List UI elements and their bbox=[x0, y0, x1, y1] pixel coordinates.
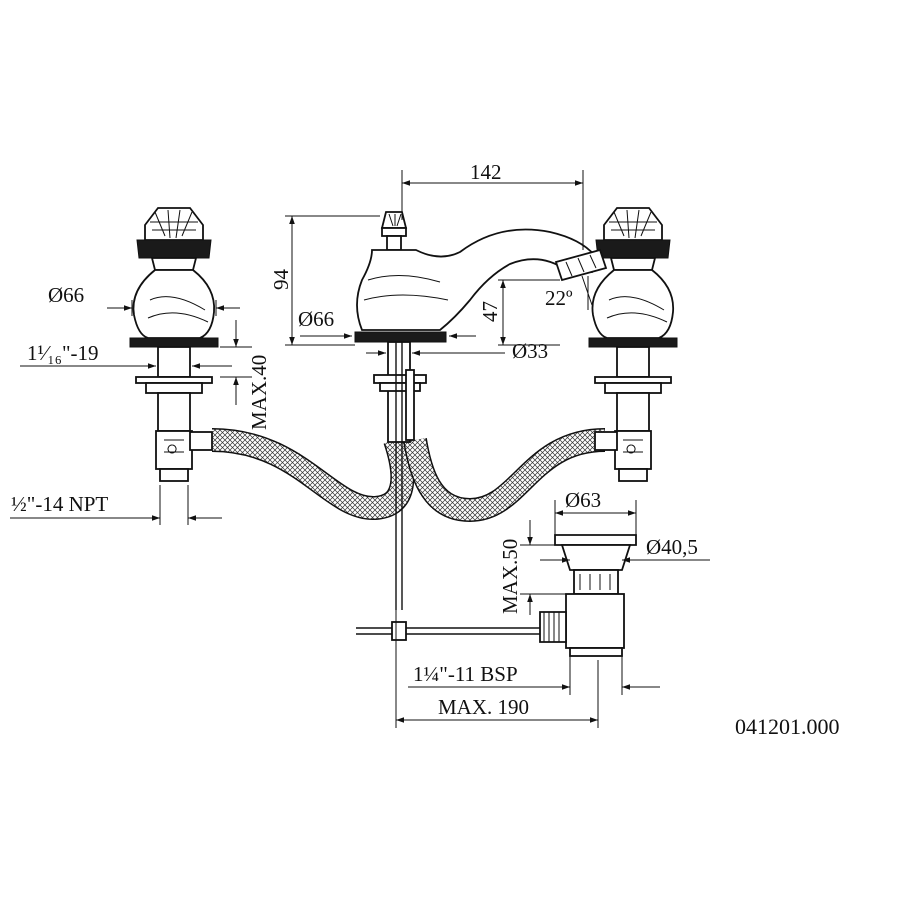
dim-handle-base: Ø66 bbox=[48, 283, 240, 316]
dim-height-total-label: 94 bbox=[269, 269, 293, 291]
dim-drain-height-label: MAX.50 bbox=[498, 539, 522, 614]
dim-spout-shank: Ø33 bbox=[366, 339, 548, 363]
dim-height-total: 94 bbox=[269, 215, 380, 346]
drawing-code: 041201.000 bbox=[735, 714, 840, 739]
dim-drain-height: MAX.50 bbox=[498, 520, 574, 615]
dim-spout-height: 47 bbox=[478, 279, 560, 346]
dim-supply-thread-label: ½"-14 NPT bbox=[11, 492, 108, 516]
dim-drain-thread: 1¼"-11 BSP bbox=[408, 650, 660, 695]
dim-spout-reach-label: 142 bbox=[470, 160, 502, 184]
spout bbox=[354, 211, 608, 610]
dim-handle-base-label: Ø66 bbox=[48, 283, 84, 307]
dim-drain-plug-label: Ø40,5 bbox=[646, 535, 698, 559]
dim-rod-length-label: MAX. 190 bbox=[438, 695, 529, 719]
dim-spout-base-label: Ø66 bbox=[298, 307, 334, 331]
dim-spout-angle-label: 22º bbox=[545, 286, 573, 310]
dim-spout-reach: 142 bbox=[401, 160, 584, 250]
dim-supply-thread: ½"-14 NPT bbox=[10, 485, 222, 525]
dim-spout-shank-label: Ø33 bbox=[512, 339, 548, 363]
right-handle bbox=[588, 207, 678, 482]
dim-rod-length: MAX. 190 bbox=[395, 610, 599, 728]
dim-spout-height-label: 47 bbox=[478, 301, 502, 322]
dim-deck-thickness-label: MAX.40 bbox=[247, 355, 271, 430]
dim-handle-thread-label: 1¹⁄₁₆"-19 bbox=[27, 341, 99, 365]
right-supply-hose bbox=[403, 428, 606, 523]
pop-up-drain bbox=[356, 534, 637, 657]
dim-handle-thread: 1¹⁄₁₆"-19 bbox=[20, 341, 232, 369]
dim-deck-thickness: MAX.40 bbox=[220, 320, 271, 430]
dim-drain-plug: Ø40,5 bbox=[540, 535, 710, 563]
left-handle bbox=[129, 207, 219, 482]
dim-drain-flange-label: Ø63 bbox=[565, 488, 601, 512]
left-supply-hose bbox=[211, 428, 415, 520]
dim-drain-flange: Ø63 bbox=[554, 488, 637, 535]
dim-spout-angle: 22º bbox=[545, 275, 593, 310]
dim-spout-base: Ø66 bbox=[298, 307, 476, 339]
dim-drain-thread-label: 1¼"-11 BSP bbox=[413, 662, 518, 686]
